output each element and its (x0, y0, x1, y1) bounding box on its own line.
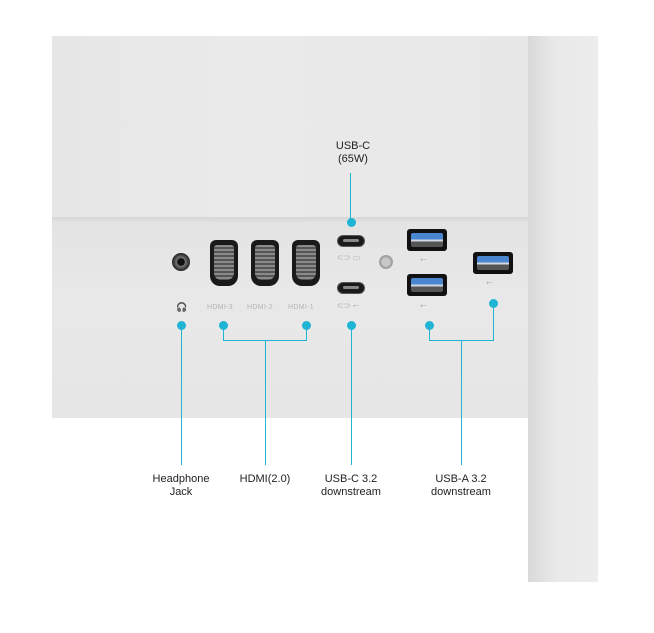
hdmi-bracket-right (306, 325, 307, 340)
headphone-jack-port (172, 253, 190, 271)
callout-line: Headphone (152, 473, 210, 485)
usba-callout: USB-A 3.2 downstream (406, 473, 516, 499)
screw (379, 255, 393, 269)
headphone-icon: 🎧 (176, 302, 188, 312)
callout-line: downstream (431, 486, 491, 498)
usbc-usb-icon: ⊂⊃ ⭠ (337, 301, 360, 310)
usb-icon: ⭠ (420, 300, 428, 310)
usba-port-3 (473, 252, 513, 274)
hdmi-2-port (251, 240, 279, 286)
usbc-65w-port (337, 235, 365, 247)
usbc-downstream-leader-line (351, 325, 352, 465)
usbc-65w-dot (347, 218, 356, 227)
monitor-side-edge (528, 36, 598, 582)
monitor-back-upper-panel (52, 36, 528, 217)
callout-line: USB-C 3.2 (324, 473, 378, 485)
hdmi-1-port (292, 240, 320, 286)
callout-line: Jack (169, 486, 193, 498)
headphone-leader-line (181, 325, 182, 465)
hdmi-2-marking: HDMI-2 (247, 304, 273, 311)
headphone-callout: Headphone Jack (126, 473, 236, 499)
usb-icon: ⭠ (486, 277, 494, 287)
usba-port-2 (407, 274, 447, 296)
usbc-label-line1: USB-C (335, 140, 371, 152)
usbc-label-line2: (65W) (338, 153, 368, 165)
usbc-callout: USB-C 3.2 downstream (296, 473, 406, 499)
hdmi-1-marking: HDMI-1 (288, 304, 314, 311)
callout-line: USB-A 3.2 (435, 473, 487, 485)
usb-icon: ⭠ (420, 254, 428, 264)
usbc-65w-leader-line (350, 173, 351, 223)
usbc-laptop-icon: ⊂⊃ ▭ (337, 253, 361, 262)
hdmi-bracket-left (223, 325, 224, 340)
hdmi-callout: HDMI(2.0) (210, 473, 320, 486)
hdmi-3-marking: HDMI-3 (207, 304, 233, 311)
usba-leader-line (461, 340, 462, 465)
port-panel (52, 217, 528, 418)
usbc-65w-label: USB-C (65W) (298, 140, 408, 166)
usba-bracket-right (493, 303, 494, 340)
hdmi-leader-line (265, 340, 266, 465)
usbc-downstream-port (337, 282, 365, 294)
usba-port-1 (407, 229, 447, 251)
callout-line: downstream (321, 486, 381, 498)
usba-bracket-left (429, 325, 430, 340)
callout-line: HDMI(2.0) (239, 473, 291, 485)
hdmi-3-port (210, 240, 238, 286)
